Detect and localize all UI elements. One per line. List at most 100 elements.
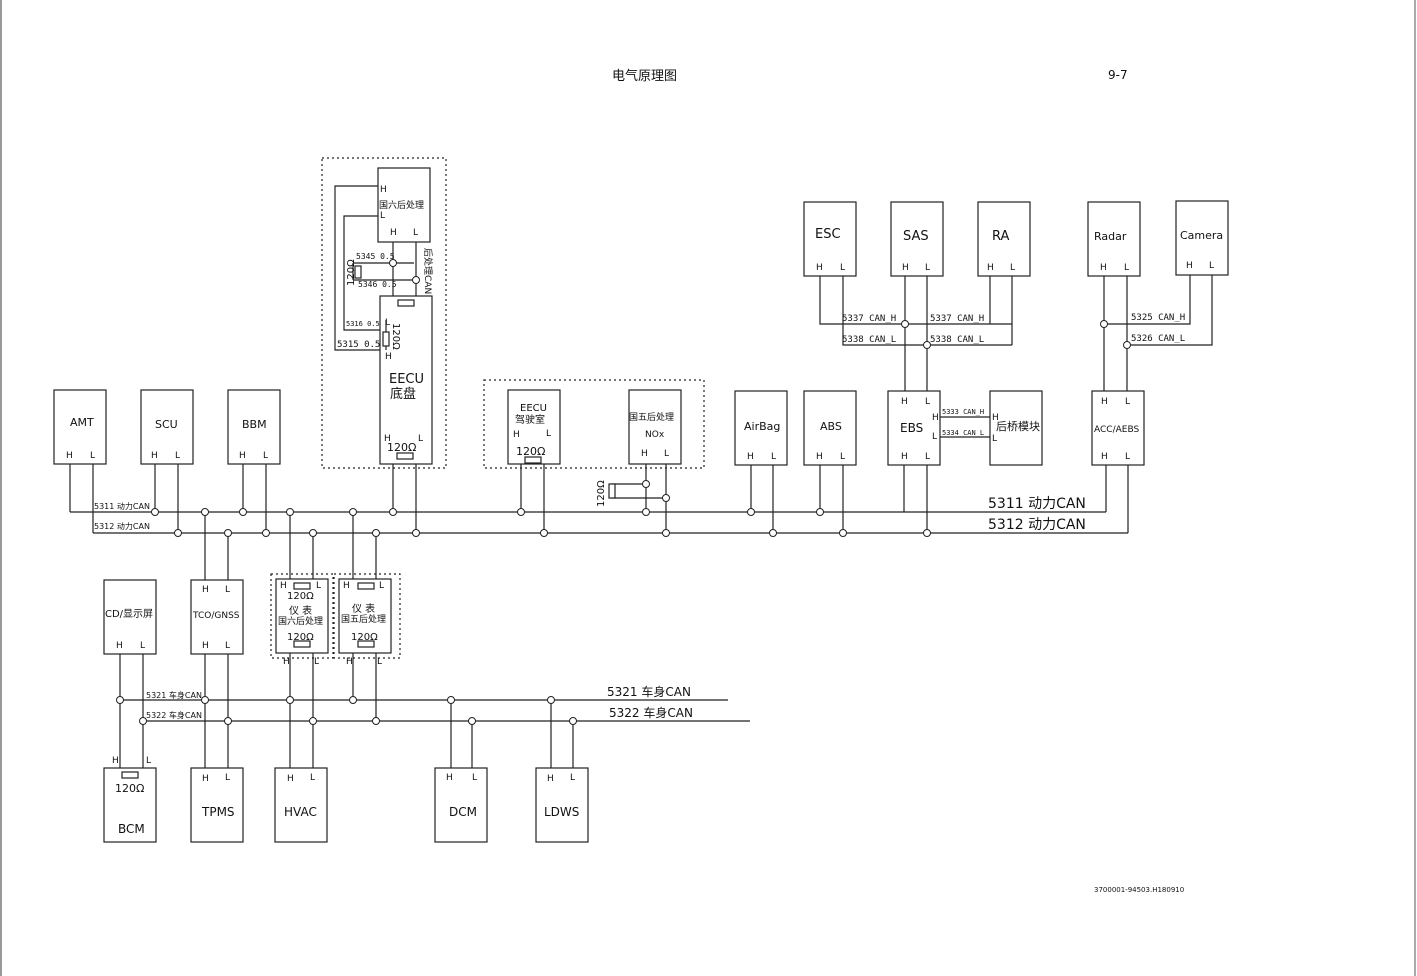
wire-5315: 5315 0.5 [337, 340, 380, 350]
pin-l: L [925, 452, 930, 462]
pin-h: H [346, 657, 353, 667]
pin-l: L [840, 263, 845, 273]
module-abs [803, 390, 857, 466]
document-code: 3700001-94503.H180910 [1094, 886, 1184, 894]
pin-h: H [747, 452, 754, 462]
wire-5337-b: 5337 CAN_H [930, 314, 984, 324]
module-eecu-cab-label-1: EECU [520, 403, 547, 414]
pin-l: L [418, 434, 423, 444]
module-scu-label: SCU [155, 418, 178, 431]
pin-h: H [287, 774, 294, 784]
module-guowu-nox-label-2: NOx [645, 430, 665, 440]
pin-l: L [90, 451, 95, 461]
module-ra-label: RA [992, 229, 1010, 244]
pin-h: H [446, 773, 453, 783]
module-eecu-chassis [379, 295, 433, 465]
module-radar-label: Radar [1094, 230, 1127, 243]
module-tpms-label: TPMS [201, 805, 235, 819]
pin-h: H [116, 641, 123, 651]
pin-l: L [925, 397, 930, 407]
module-esc-label: ESC [815, 227, 841, 242]
wire-5326: 5326 CAN_L [1131, 334, 1185, 344]
pin-h: H [66, 451, 73, 461]
module-camera [1175, 200, 1229, 276]
module-acc-aebs [1091, 390, 1145, 466]
pin-h: H [385, 352, 392, 362]
pin-l: L [379, 581, 384, 591]
module-esc [803, 201, 857, 277]
wire-5316: 5316 0.5 [346, 320, 380, 328]
wire-5346: 5346 0.5 [358, 280, 397, 289]
module-dcm [434, 767, 488, 843]
ohm-bcm: 120Ω [115, 782, 144, 795]
page-title: 电气原理图 [612, 68, 677, 84]
pin-l: L [992, 434, 997, 444]
module-tco [190, 579, 244, 655]
module-guoliu [377, 167, 431, 243]
pin-h: H [390, 228, 397, 238]
pin-l: L [1124, 263, 1129, 273]
module-inst6-label-2: 国六后处理 [278, 615, 323, 627]
group-cab-eecu [483, 379, 705, 469]
module-inst5 [338, 578, 392, 654]
bus-5322-label: 5322 车身CAN [609, 705, 693, 720]
pin-h: H [202, 585, 209, 595]
pin-h: H [1100, 263, 1107, 273]
pin-l: L [413, 228, 418, 238]
module-rear-axle [989, 390, 1043, 466]
bus-5312-label: 5312 动力CAN [988, 517, 1086, 533]
module-ldws [535, 767, 589, 843]
ohm-eecu-cab: 120Ω [516, 445, 545, 458]
wire-5334: 5334 CAN_L [942, 429, 984, 437]
module-camera-label: Camera [1180, 229, 1223, 242]
pin-h: H [816, 263, 823, 273]
pin-h: H [641, 449, 648, 459]
module-ebs [887, 390, 941, 466]
module-dcm-label: DCM [449, 805, 477, 819]
pin-h: H [902, 263, 909, 273]
pin-l: L [140, 641, 145, 651]
pin-l: L [840, 452, 845, 462]
ohm-inst5: 120Ω [351, 632, 378, 643]
module-airbag [734, 390, 788, 466]
pin-h: H [901, 397, 908, 407]
page-right-border [1414, 0, 1416, 976]
page-number: 9-7 [1108, 68, 1128, 82]
module-amt-label: AMT [70, 416, 94, 429]
pin-h: H [151, 451, 158, 461]
module-airbag-label: AirBag [744, 420, 780, 433]
pin-h: H [202, 641, 209, 651]
pin-h: H [1101, 452, 1108, 462]
pin-l: L [925, 263, 930, 273]
module-hvac [274, 767, 328, 843]
pin-h: H [547, 774, 554, 784]
module-eecu-cab [507, 389, 561, 465]
pin-l: L [263, 451, 268, 461]
module-inst6-label-1: 仪 表 [289, 604, 312, 617]
pin-h: H [901, 452, 908, 462]
pin-l: L [225, 641, 230, 651]
pin-h: H [987, 263, 994, 273]
module-tco-label: TCO/GNSS [192, 611, 240, 621]
module-bcm-label: BCM [118, 822, 145, 836]
bus-5311-small-label: 5311 动力CAN [94, 501, 150, 511]
bus-5311-label: 5311 动力CAN [988, 496, 1086, 512]
group-inst6 [270, 573, 334, 659]
module-cd [103, 579, 157, 655]
module-sas [890, 201, 944, 277]
pin-l: L [314, 657, 319, 667]
pin-h: H [816, 452, 823, 462]
pin-h: H [932, 413, 939, 423]
ohm-guoliu-b: 120Ω [390, 323, 401, 350]
pin-h: H [283, 657, 290, 667]
pin-l: L [380, 211, 385, 221]
group-chassis-eecu [321, 157, 447, 469]
module-acc-label: ACC/AEBS [1094, 425, 1139, 435]
pin-l: L [225, 585, 230, 595]
pin-l: L [1125, 452, 1130, 462]
wire-5325: 5325 CAN_H [1131, 313, 1185, 323]
ohm-inst6-top: 120Ω [287, 591, 314, 602]
module-eecu-chassis-label-1: EECU [389, 372, 424, 387]
wire-5333: 5333 CAN_H [942, 408, 984, 416]
